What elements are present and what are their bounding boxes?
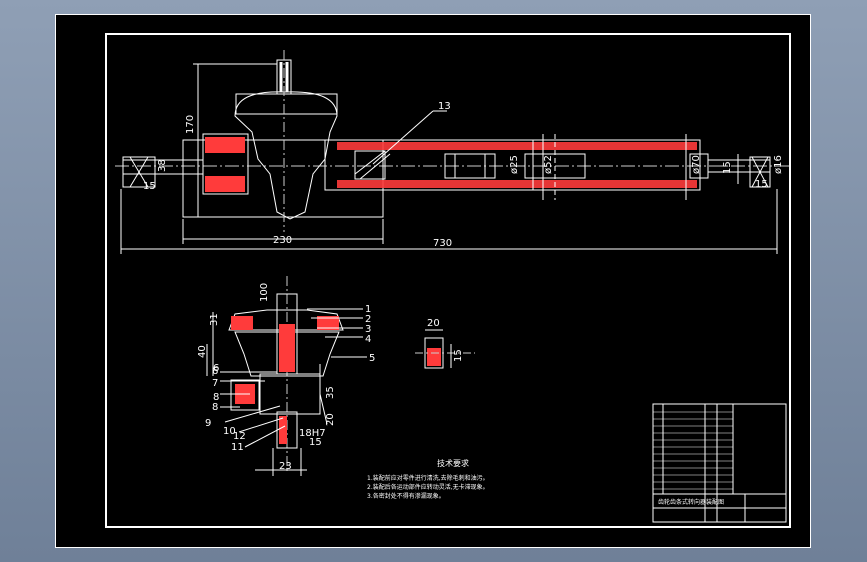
section-lower-body bbox=[259, 373, 321, 415]
section-side-plug bbox=[230, 379, 260, 411]
callout-11: 11 bbox=[231, 442, 244, 453]
callout-8: 8 bbox=[212, 402, 218, 413]
tech-title: 技术要求 bbox=[437, 458, 469, 468]
dim-15-end: 15 bbox=[755, 179, 768, 190]
sec-dim-8: 8 bbox=[213, 392, 219, 403]
callout-5: 5 bbox=[369, 353, 375, 364]
rack-tube bbox=[324, 139, 701, 191]
drawing-viewport[interactable]: 730 230 170 13 ø25 ø52 ø70 15 15 ø16 15 … bbox=[55, 14, 811, 548]
dim-phi25: ø25 bbox=[509, 155, 520, 174]
dim-38-left: 38 bbox=[157, 159, 168, 172]
left-end-block bbox=[122, 156, 156, 188]
callout-9: 9 bbox=[205, 418, 211, 429]
callout-12: 12 bbox=[233, 431, 246, 442]
callout-7: 7 bbox=[212, 378, 218, 389]
sec-dim-31: 31 bbox=[209, 313, 220, 326]
assembly-drawing: 730 230 170 13 ø25 ø52 ø70 15 15 ø16 15 … bbox=[55, 14, 811, 548]
callout-1: 1 bbox=[365, 304, 371, 315]
dim-phi16: ø16 bbox=[773, 155, 784, 174]
sec-dim-6: 6 bbox=[213, 363, 219, 374]
tech-line-2: 2.装配后各运动部件应转动灵活,无卡滞现象。 bbox=[367, 483, 489, 491]
callout-10: 10 bbox=[223, 426, 236, 437]
callout-3: 3 bbox=[365, 324, 371, 335]
section-cap bbox=[228, 309, 344, 331]
dim-730: 730 bbox=[433, 238, 452, 249]
detail-view bbox=[415, 329, 475, 369]
callout-2: 2 bbox=[365, 314, 371, 325]
main-view bbox=[115, 50, 790, 254]
sec-dim-40: 40 bbox=[197, 345, 208, 358]
section-body bbox=[234, 331, 340, 377]
callout-13-leader bbox=[372, 110, 434, 165]
sec-dim-20: 20 bbox=[325, 413, 336, 426]
sec-dim-15: 15 bbox=[309, 437, 322, 448]
tech-requirements: 技术要求 1.装配前应对零件进行清洗,去除毛刺和油污。 2.装配后各运动部件应转… bbox=[367, 458, 489, 500]
detail-view-labels: 20 15 bbox=[427, 318, 464, 362]
dim-phi70: ø70 bbox=[691, 155, 702, 174]
sec-dim-100: 100 bbox=[259, 283, 270, 302]
dim-230: 230 bbox=[273, 235, 292, 246]
main-view-labels: 730 230 170 13 ø25 ø52 ø70 15 15 ø16 15 … bbox=[143, 101, 784, 249]
sec-dim-35: 35 bbox=[325, 386, 336, 399]
left-bearing bbox=[202, 133, 249, 195]
callout-13: 13 bbox=[438, 101, 451, 112]
dim-15-right: 15 bbox=[722, 161, 733, 174]
housing-cap bbox=[235, 93, 338, 115]
sec-dim-18h7: 18H7 bbox=[299, 428, 326, 439]
tech-line-1: 1.装配前应对零件进行清洗,去除毛刺和油污。 bbox=[367, 474, 489, 482]
pinion-housing bbox=[234, 91, 338, 220]
drawing-name: 齿轮齿条式转向器装配图 bbox=[658, 498, 724, 506]
outer-border bbox=[55, 14, 811, 548]
dim-15-left: 15 bbox=[143, 181, 156, 192]
section-view-labels: 100 31 40 6 8 35 20 18H7 15 23 bbox=[197, 283, 336, 472]
callout-6: 6 bbox=[212, 366, 218, 377]
det-dim-20: 20 bbox=[427, 318, 440, 329]
title-block-rows bbox=[653, 411, 733, 490]
section-view bbox=[206, 276, 367, 476]
inner-border bbox=[105, 33, 791, 528]
sec-dim-23: 23 bbox=[279, 461, 292, 472]
tech-line-3: 3.各密封处不得有渗漏现象。 bbox=[367, 492, 445, 500]
dim-170: 170 bbox=[185, 115, 196, 134]
det-dim-15: 15 bbox=[453, 349, 464, 362]
callout-4: 4 bbox=[365, 334, 371, 345]
dim-phi52: ø52 bbox=[543, 155, 554, 174]
